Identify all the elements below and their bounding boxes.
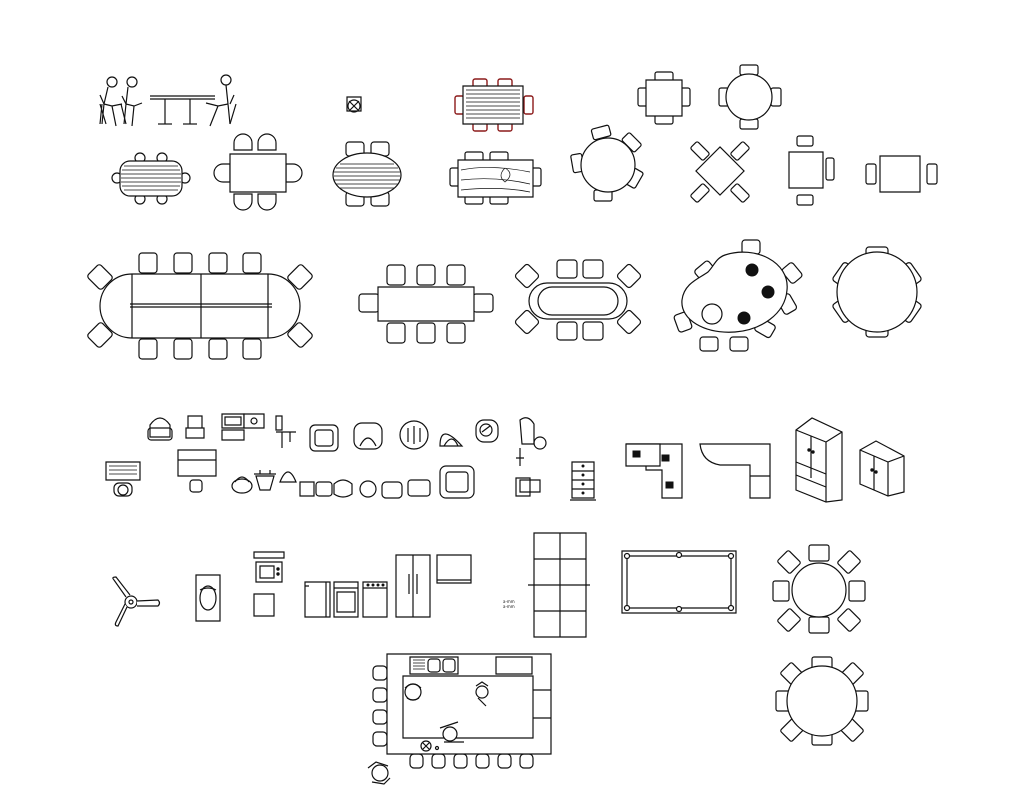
svg-text:a-mm: a-mm xyxy=(503,604,515,609)
rect-table-8-chairs xyxy=(359,265,493,343)
kitchen-island-with-stools xyxy=(368,654,551,784)
microwave-oven xyxy=(254,552,284,616)
wood-dining-table-red-chairs xyxy=(455,79,533,131)
round-table-8-chairs xyxy=(773,545,865,633)
tv xyxy=(437,555,471,583)
rect-table-4-chairs xyxy=(214,134,302,210)
capsule-conference-table-12-chairs xyxy=(87,253,314,359)
round-table-4-chairs xyxy=(719,65,781,129)
tall-wardrobe xyxy=(796,418,842,502)
l-shaped-desk xyxy=(626,444,682,498)
filing-cabinet xyxy=(570,462,596,500)
refrigerator xyxy=(396,555,430,617)
dimension-note: a-mm a-mm xyxy=(503,599,515,609)
round-table-8-chairs-lower xyxy=(776,657,868,745)
bathtub-toilet xyxy=(196,575,220,621)
meeting-table-people-elevation xyxy=(100,75,236,126)
kidney-table-8-chairs xyxy=(673,240,803,351)
racetrack-table-10-chairs xyxy=(514,260,641,340)
ceiling-fan xyxy=(113,577,160,626)
rounded-wood-table-6-chairs xyxy=(112,153,190,204)
table-tennis-table xyxy=(528,533,590,637)
oval-wood-table-4-chairs xyxy=(333,142,401,206)
diamond-table-4-chairs xyxy=(690,141,750,203)
round-table-5-chairs xyxy=(571,125,644,201)
kitchen-appliances xyxy=(305,582,387,617)
round-table-6-chairs xyxy=(832,247,922,337)
curved-l-desk xyxy=(700,444,770,498)
wood-grain-table-6-chairs xyxy=(450,152,541,204)
svg-text:a-mm: a-mm xyxy=(503,599,515,604)
low-cabinet xyxy=(860,441,904,496)
small-plant-symbol xyxy=(347,97,361,112)
square-table-4-chairs xyxy=(638,72,690,124)
pool-table xyxy=(622,551,736,613)
square-table-2-chairs-vertical xyxy=(789,136,834,205)
square-table-2-chairs-horizontal xyxy=(866,156,937,192)
office-chairs-and-desks-set xyxy=(106,414,546,498)
